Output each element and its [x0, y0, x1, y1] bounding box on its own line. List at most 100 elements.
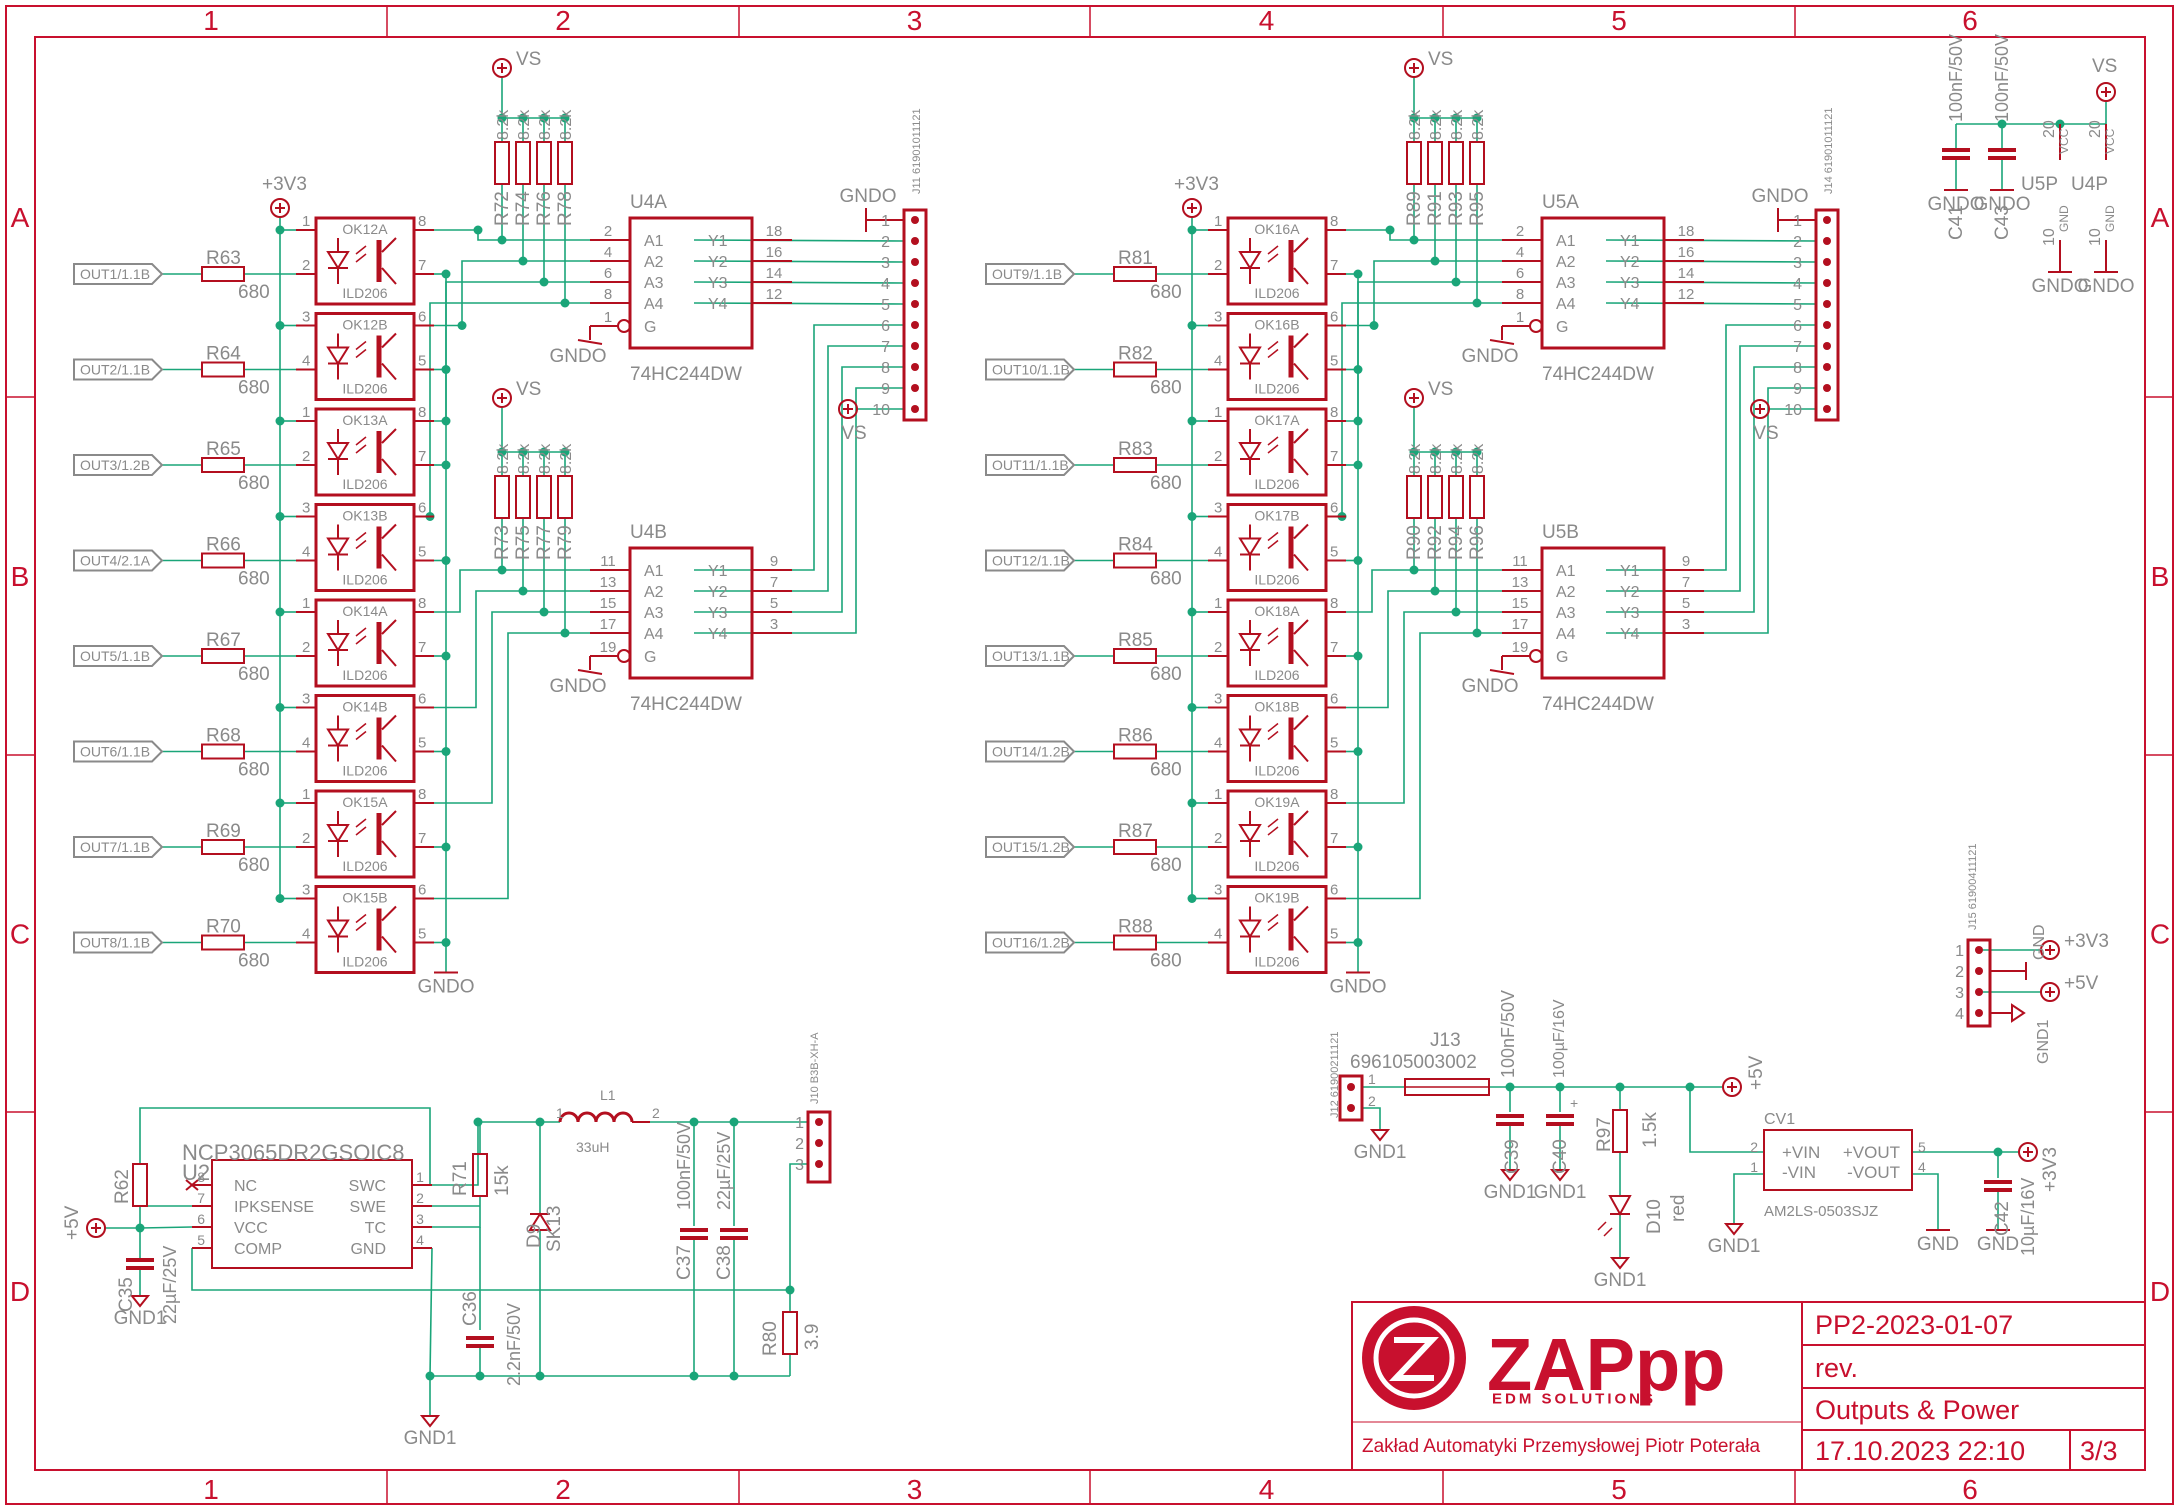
ground-label: GNDO: [1928, 194, 1985, 215]
light-arrow: [1267, 730, 1279, 741]
transistor-emitter: [381, 458, 397, 476]
inductor-value: 33uH: [576, 1139, 609, 1155]
pin-number: 8: [197, 1169, 205, 1185]
wire: [1605, 239, 1817, 242]
pin-number: 18: [766, 223, 783, 240]
ic-pin-name: A4: [1556, 626, 1576, 643]
pin-number: 16: [766, 244, 783, 261]
light-arrow: [355, 826, 367, 836]
pin-number: 8: [418, 786, 426, 803]
light-arrow: [1267, 627, 1279, 637]
resistor-body: [201, 457, 245, 473]
transistor-collector: [1293, 714, 1309, 731]
capacitor-value: 100nF/50V: [1498, 990, 1518, 1078]
pin-number: 4: [1214, 926, 1222, 943]
light-arrow: [355, 921, 367, 932]
resistor-name: R94: [1446, 525, 1467, 560]
light-arrow: [1267, 818, 1279, 828]
ic-pin-name: G: [644, 649, 656, 666]
header-pin: [1975, 1009, 1983, 1017]
optocoupler-part: ILD206: [1254, 572, 1299, 588]
optocoupler-part: ILD206: [1254, 667, 1299, 683]
no-connect: [185, 1179, 199, 1191]
title-block: ZAPpp EDM SOLUTIONS Zakład Automatyki Pr…: [1351, 1301, 2146, 1471]
resistor-name: R85: [1118, 630, 1153, 651]
light-arrow: [355, 635, 367, 645]
resistor-value: 8.2k: [516, 109, 533, 140]
supply-label: +3V3: [1174, 174, 1219, 195]
resistor-body: [1469, 475, 1485, 519]
resistor-body: [494, 141, 510, 185]
pin-number: 8: [1330, 786, 1338, 803]
pin-number: 3: [302, 691, 310, 708]
pin-number: 11: [600, 553, 616, 570]
pin-number: 7: [1330, 639, 1338, 656]
pin-number: 19: [1512, 639, 1529, 656]
pin-number: 4: [1214, 544, 1222, 561]
supply-vs: [492, 388, 512, 408]
supply-label: +5V: [1746, 1055, 1767, 1090]
capacitor-name: C40: [1550, 1139, 1571, 1174]
ic-pin-name: A1: [1556, 233, 1576, 250]
pin-number: 3: [1214, 691, 1222, 708]
resistor-value: 8.2k: [558, 109, 575, 140]
resistor-name: R66: [206, 535, 241, 556]
pin-number: 6: [1330, 309, 1338, 326]
pin-number: 1: [416, 1169, 424, 1185]
resistor-name: R74: [513, 191, 534, 226]
pin-number: 10: [872, 402, 890, 419]
pin-number: 8: [881, 360, 890, 377]
port-label-text: OUT16/1.2B: [992, 935, 1070, 951]
header-pin: [911, 405, 919, 413]
logo-subtext: EDM SOLUTIONS: [1492, 1390, 1656, 1407]
header-pin: [1975, 988, 1983, 996]
ground-label: GNDO: [550, 346, 607, 367]
wire: [1605, 260, 1817, 263]
transistor-collector: [1293, 905, 1309, 922]
header-pin: [1823, 279, 1831, 287]
pin-name: GND: [2103, 205, 2117, 232]
port-label-text: OUT15/1.2B: [992, 839, 1070, 855]
resistor-body: [1113, 934, 1157, 951]
transistor-emitter: [1293, 840, 1309, 858]
grid-row-label: C: [2150, 919, 2170, 950]
supply-label: VS: [516, 49, 541, 70]
ic-pin-name: Y2: [708, 254, 728, 271]
header-pin: [1823, 300, 1831, 308]
transistor-emitter: [1293, 935, 1309, 954]
port-label-box: [985, 645, 1076, 667]
ic-pin-name: Y3: [708, 275, 728, 292]
resistor-name: R96: [1467, 525, 1488, 560]
transistor-emitter: [1293, 649, 1309, 667]
pin-number: 1: [1214, 213, 1222, 230]
optocoupler-part: ILD206: [1254, 285, 1299, 301]
resistor-name: R64: [206, 344, 241, 365]
ic-pin-name: A3: [644, 605, 664, 622]
ground-label: GND: [1917, 1234, 1959, 1255]
capacitor-value: 22µF/25V: [160, 1246, 180, 1324]
light-arrow: [1267, 826, 1279, 836]
wire: [1346, 229, 1502, 241]
capacitor-value: 100µF/16V: [1551, 999, 1568, 1078]
capacitor-name: C37: [674, 1245, 695, 1280]
port-label-text: OUT3/1.2B: [80, 457, 150, 473]
pin-number: 3: [1214, 309, 1222, 326]
optocoupler-body: [1226, 407, 1328, 497]
header-name: J15 61900411121: [1967, 844, 1979, 930]
optocoupler-body: [314, 216, 416, 306]
ic-name: U4A: [630, 192, 667, 213]
ic-pin-name: Y1: [708, 563, 728, 580]
diode-triangle: [528, 1212, 552, 1231]
ic-pin-name: G: [1556, 649, 1568, 666]
resistor-body: [1406, 141, 1422, 185]
transistor-emitter: [1293, 744, 1309, 763]
wire: [1362, 1107, 1381, 1130]
resistor-body: [1113, 743, 1157, 760]
ic-pin-name: A3: [1556, 605, 1576, 622]
capacitor-value: 22µF/25V: [714, 1132, 734, 1210]
led-value: red: [1668, 1195, 1689, 1222]
pin-number: 9: [881, 381, 890, 398]
port-label-box: [73, 645, 164, 667]
ic-part: 74HC244DW: [630, 364, 742, 385]
header-name: J12 61900211121: [1329, 1032, 1341, 1118]
